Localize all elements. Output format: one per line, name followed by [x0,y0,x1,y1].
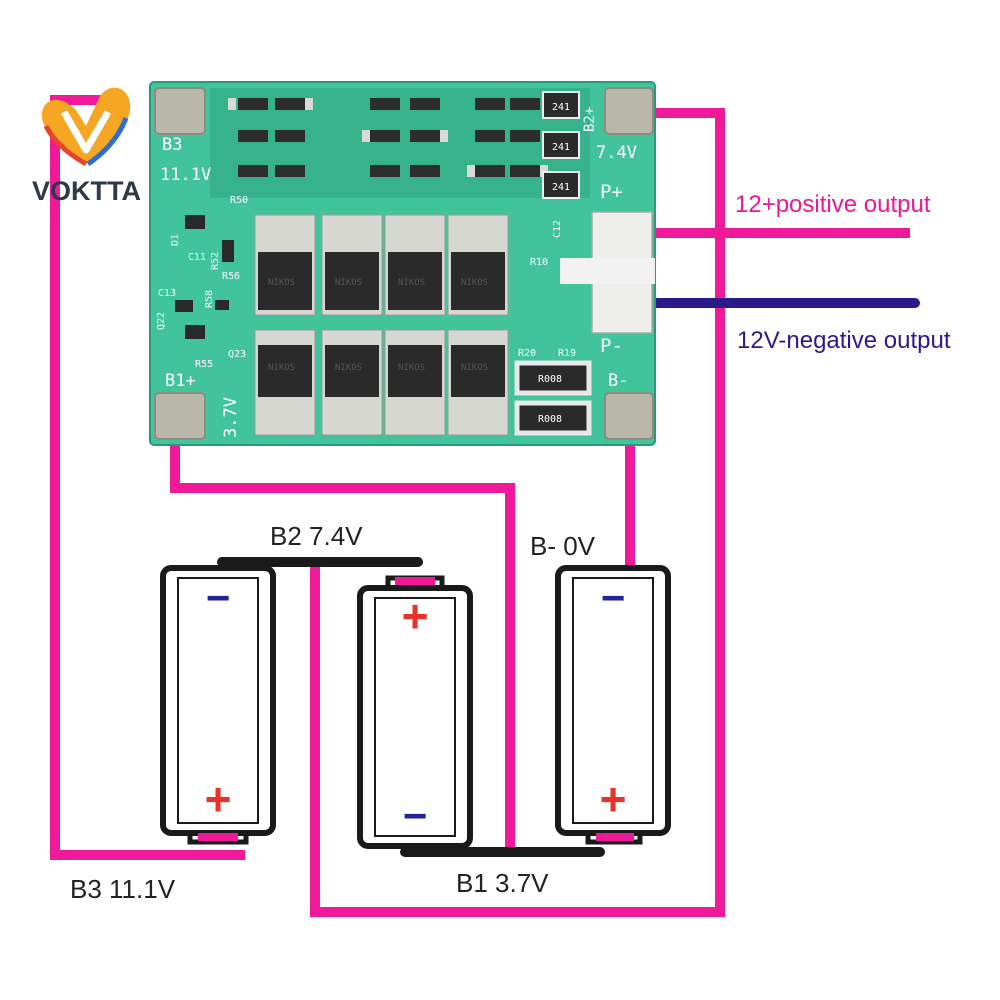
shunt-resistors: R008 R008 [514,360,592,436]
positive-output-label: 12+positive output [735,191,931,218]
cap-code-3: 241 [552,182,570,193]
label-b2: B2 7.4V [270,521,363,551]
svg-text:R56: R56 [222,271,240,282]
negative-output-label: 12V-negative output [737,327,951,354]
cap-code-2: 241 [552,142,570,153]
label-b1: B1 3.7V [456,868,549,898]
cell-b3-minus-icon: − [206,574,231,621]
mosfet-row-bottom [254,329,509,436]
silk-pminus: P- [600,335,623,357]
bms-board: 241 241 241 NIKOS NIKOS [149,81,656,446]
logo-text: VOKTTA [32,176,141,206]
svg-text:R50: R50 [230,195,248,206]
svg-text:R10: R10 [530,257,548,268]
svg-text:R19: R19 [558,348,576,359]
pad-b2plus [604,87,654,135]
mosfet-labels: NIKOS NIKOS NIKOS NIKOS NIKOS NIKOS NIKO… [268,278,488,373]
smd-rows [238,98,540,177]
silk-bminus: B- [608,371,628,391]
silk-b1plus: B1+ [165,371,196,391]
svg-text:NIKOS: NIKOS [268,278,295,288]
label-b-minus: B- 0V [530,531,596,561]
svg-text:NIKOS: NIKOS [335,363,362,373]
voktta-logo: VOKTTA [32,87,141,206]
svg-text:NIKOS: NIKOS [268,363,295,373]
cell-b1: − + [555,565,671,845]
pad-b1plus [154,392,206,440]
svg-text:NIKOS: NIKOS [398,278,425,288]
cell-b1-minus-icon: − [601,574,626,621]
svg-text:R55: R55 [195,359,213,370]
svg-text:C11: C11 [188,252,206,263]
cell-b1-plus-icon: + [600,773,627,825]
svg-text:R58: R58 [204,290,215,308]
svg-text:NIKOS: NIKOS [398,363,425,373]
silk-b3: B3 [162,135,182,155]
silk-11v: 11.1V [160,165,211,185]
wire-b3 [50,95,245,860]
svg-text:Q22: Q22 [156,312,167,330]
pad-p-plus [591,211,653,263]
svg-text:NIKOS: NIKOS [461,363,488,373]
silkscreen: B3 11.1V B2+ 7.4V P+ P- B1+ 3.7V B- R50 … [156,107,637,438]
smd-caps-right: 241 241 241 [542,91,580,199]
svg-text:NIKOS: NIKOS [335,278,362,288]
svg-text:C13: C13 [158,288,176,299]
silk-pplus: P+ [600,181,623,203]
silk-b2plus: B2+ [582,107,598,132]
silk-37v: 3.7V [221,397,241,438]
svg-text:D1: D1 [170,234,181,246]
label-b3: B3 11.1V [70,874,176,904]
wire-b2 [310,108,725,917]
svg-text:Q23: Q23 [228,349,246,360]
pad-b3 [154,87,206,135]
cell-b2-plus-icon: + [402,590,429,642]
cap-code-1: 241 [552,102,570,113]
svg-text:NIKOS: NIKOS [461,278,488,288]
cell-b2-minus-icon: − [403,792,428,839]
svg-text:R20: R20 [518,348,536,359]
silk-74v: 7.4V [596,143,637,163]
mosfet-row-top [254,214,509,316]
wire-b1 [170,440,515,857]
pink-wires [50,95,910,917]
svg-text:C12: C12 [552,220,563,238]
shunt-label-1: R008 [538,374,562,385]
logo-v-mark-icon [41,87,131,164]
pad-bminus [604,392,654,440]
svg-text:R52: R52 [210,252,221,270]
cell-b2: + − [357,575,473,849]
shunt-label-2: R008 [538,414,562,425]
pad-p-minus [591,282,653,334]
cell-b3: − + [160,565,276,845]
battery-cells: − + + − − + [160,557,671,857]
cell-b3-plus-icon: + [205,773,232,825]
